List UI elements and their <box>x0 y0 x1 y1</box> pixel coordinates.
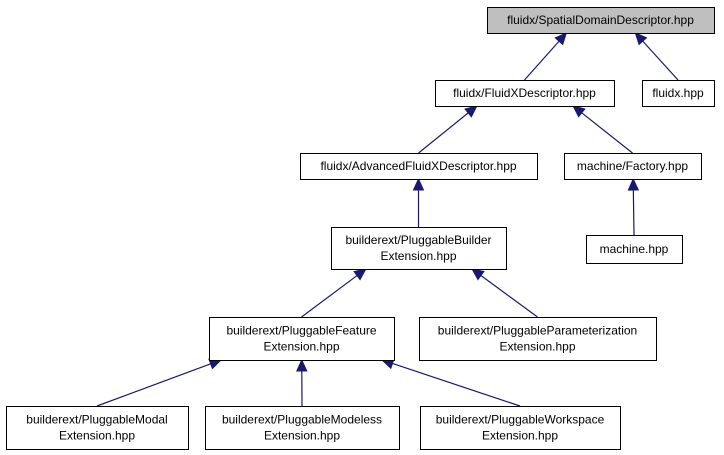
node-label: builderext/PluggableFeature <box>226 324 376 338</box>
node-label: Extension.hpp <box>263 340 339 354</box>
node-label: fluidx/AdvancedFluidXDescriptor.hpp <box>320 159 516 173</box>
edge-n6-to-n4 <box>627 177 640 236</box>
node-label: machine.hpp <box>600 242 669 256</box>
edge-line <box>96 363 211 407</box>
edge-line <box>642 40 679 81</box>
edge-n11-to-n7 <box>380 358 521 407</box>
arrowhead-icon <box>464 105 478 118</box>
node-box <box>487 7 715 34</box>
arrowhead-icon <box>634 32 648 46</box>
node-box <box>205 406 400 450</box>
node-label: builderext/PluggableModeless <box>222 413 382 427</box>
node-box <box>6 406 189 450</box>
arrowhead-icon <box>554 32 568 46</box>
edge-n4-to-n1 <box>572 105 633 154</box>
node-label: builderext/PluggableParameterization <box>438 324 637 338</box>
node-fluidx-advancedfluidxdescriptor-hpp[interactable]: fluidx/AdvancedFluidXDescriptor.hpp <box>300 153 538 180</box>
node-fluidx-spatialdomaindescriptor-hpp[interactable]: fluidx/SpatialDomainDescriptor.hpp <box>487 7 715 34</box>
node-label: machine/Factory.hpp <box>577 159 688 173</box>
node-box <box>331 227 507 270</box>
edge-line <box>480 275 538 318</box>
node-label: builderext/PluggableWorkspace <box>436 413 605 427</box>
node-box <box>209 317 395 361</box>
node-label: Extension.hpp <box>59 429 135 443</box>
node-box <box>300 153 538 180</box>
node-box <box>586 235 683 264</box>
edge-n2-to-n0 <box>634 32 679 81</box>
node-fluidx-hpp[interactable]: fluidx.hpp <box>642 80 715 107</box>
node-label: builderext/PluggableBuilder <box>345 233 491 247</box>
edge-n1-to-n0 <box>524 32 568 81</box>
arrowhead-icon <box>627 177 640 191</box>
edge-n10-to-n7 <box>296 358 308 407</box>
arrowhead-icon <box>412 177 425 191</box>
arrowhead-icon <box>471 268 485 281</box>
node-label: Extension.hpp <box>380 249 456 263</box>
edge-line <box>301 275 358 318</box>
node-box <box>642 80 715 107</box>
edges-layer <box>96 32 679 407</box>
node-label: Extension.hpp <box>482 429 558 443</box>
arrowhead-icon <box>353 268 367 281</box>
node-box <box>420 406 621 450</box>
node-label: builderext/PluggableModal <box>26 413 167 427</box>
edge-line <box>632 189 635 236</box>
node-label: fluidx/SpatialDomainDescriptor.hpp <box>507 13 694 27</box>
node-label: Extension.hpp <box>499 340 575 354</box>
node-box <box>435 80 615 107</box>
node-box <box>564 153 702 180</box>
node-machine-factory-hpp[interactable]: machine/Factory.hpp <box>564 153 702 180</box>
node-label: Extension.hpp <box>264 429 340 443</box>
edge-n8-to-n5 <box>471 268 538 318</box>
node-label: fluidx.hpp <box>652 86 704 100</box>
node-box <box>419 317 657 361</box>
node-label: fluidx/FluidXDescriptor.hpp <box>453 86 596 100</box>
edge-line <box>392 362 521 407</box>
arrowhead-icon <box>572 105 586 118</box>
edge-n7-to-n5 <box>301 268 367 318</box>
edge-line <box>524 40 560 81</box>
edge-line <box>581 112 633 154</box>
edge-n9-to-n7 <box>96 358 223 407</box>
node-fluidx-fluidxdescriptor-hpp[interactable]: fluidx/FluidXDescriptor.hpp <box>435 80 615 107</box>
node-machine-hpp[interactable]: machine.hpp <box>586 235 683 264</box>
node-builderext-pluggablemodeless-extension-hpp[interactable]: builderext/PluggableModelessExtension.hp… <box>205 406 400 450</box>
node-builderext-pluggableparameterization-extension-hpp[interactable]: builderext/PluggableParameterizationExte… <box>419 317 657 361</box>
node-builderext-pluggableworkspace-extension-hpp[interactable]: builderext/PluggableWorkspaceExtension.h… <box>420 406 621 450</box>
edge-n5-to-n3 <box>412 177 425 227</box>
edge-line <box>418 112 469 154</box>
nodes-layer: fluidx/SpatialDomainDescriptor.hpp fluidx… <box>6 7 715 450</box>
arrowhead-icon <box>296 358 308 372</box>
edge-n3-to-n1 <box>418 105 478 154</box>
